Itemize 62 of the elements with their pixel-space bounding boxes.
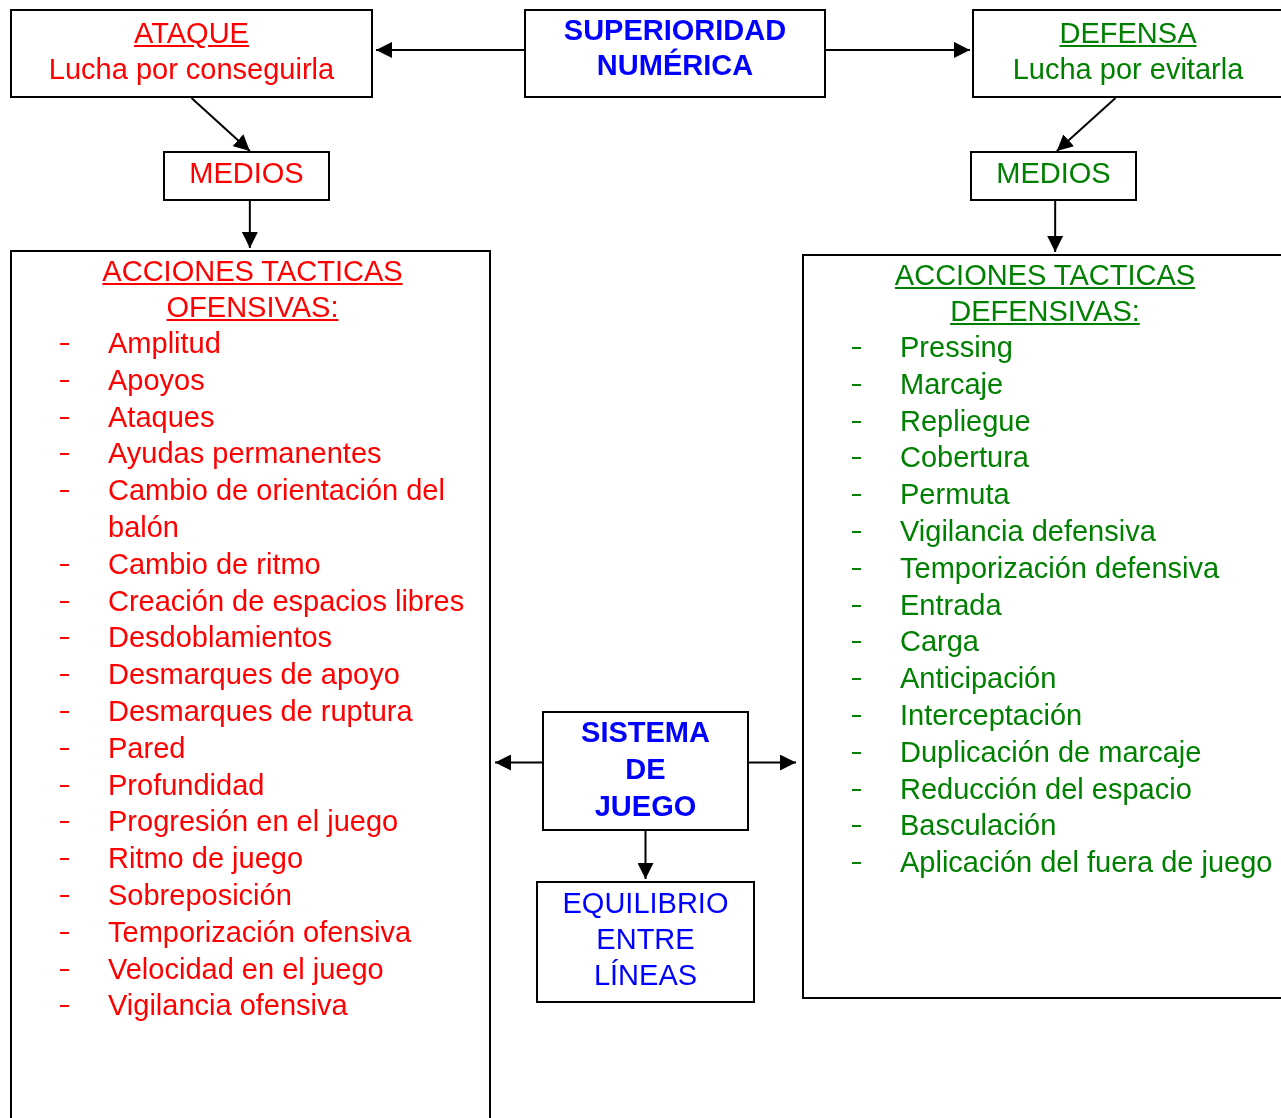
arrow bbox=[190, 97, 251, 152]
box-heading: DEFENSA bbox=[1059, 17, 1197, 49]
list-item: Desmarques de ruptura bbox=[108, 694, 413, 727]
list-item: Amplitud bbox=[108, 327, 221, 359]
list-item: Cambio de orientación del balón bbox=[108, 474, 445, 543]
box-subtitle: Lucha por conseguirla bbox=[48, 53, 335, 85]
box-label: SUPERIORIDAD NUMÉRICA bbox=[562, 13, 788, 83]
means-box bbox=[970, 151, 1137, 201]
list-item: Repliegue bbox=[900, 404, 1031, 437]
defense-box bbox=[972, 9, 1281, 98]
list-item: Sobreposición bbox=[108, 878, 292, 911]
list-item: Ataques bbox=[108, 400, 215, 433]
attack-box bbox=[10, 9, 373, 98]
list-item: Vigilancia ofensiva bbox=[108, 989, 348, 1022]
arrow bbox=[1047, 200, 1064, 253]
list-item: Temporización defensiva bbox=[900, 551, 1220, 584]
tactics-panel bbox=[802, 254, 1281, 999]
list-item: Entrada bbox=[900, 588, 1002, 621]
list-item: Permuta bbox=[900, 478, 1010, 511]
section-heading: ACCIONES TACTICAS DEFENSIVAS: bbox=[894, 259, 1196, 327]
box-subtitle: Lucha por evitarla bbox=[1012, 53, 1244, 85]
arrow bbox=[748, 754, 797, 771]
box-heading: ATAQUE bbox=[134, 17, 249, 49]
list-item: Vigilancia defensiva bbox=[900, 515, 1156, 547]
list-item: Aplicación del fuera de juego bbox=[900, 846, 1273, 879]
list-item: Basculación bbox=[900, 809, 1057, 842]
list-item: Desdoblamientos bbox=[108, 621, 333, 654]
tactics-panel bbox=[10, 250, 491, 1118]
list-item: Pressing bbox=[900, 331, 1013, 363]
list-item: Progresión en el juego bbox=[108, 805, 399, 838]
box-label: MEDIOS bbox=[189, 157, 304, 189]
box-label: SISTEMA DE JUEGO bbox=[581, 716, 710, 822]
means-box bbox=[163, 151, 330, 201]
list-item: Creación de espacios libres bbox=[108, 584, 465, 617]
list-item: Ritmo de juego bbox=[108, 842, 304, 875]
arrow bbox=[637, 830, 654, 880]
list-item: Anticipación bbox=[900, 662, 1057, 695]
list-item: Temporización ofensiva bbox=[108, 915, 412, 948]
list-item: Profundidad bbox=[108, 768, 265, 801]
list-item: Interceptación bbox=[900, 698, 1083, 731]
arrow bbox=[241, 200, 258, 249]
concept-box bbox=[524, 9, 826, 98]
list-item: Ayudas permanentes bbox=[108, 437, 382, 470]
list-item: Cambio de ritmo bbox=[108, 547, 321, 580]
list-item: Desmarques de apoyo bbox=[108, 658, 400, 691]
list-item: Cobertura bbox=[900, 441, 1029, 474]
list-item: Pared bbox=[108, 731, 186, 764]
concept-box bbox=[536, 881, 755, 1003]
list-item: Carga bbox=[900, 625, 979, 658]
list-item: Apoyos bbox=[108, 363, 205, 396]
arrow bbox=[494, 754, 543, 771]
list-item: Velocidad en el juego bbox=[108, 952, 384, 985]
list-item: Reducción del espacio bbox=[900, 772, 1192, 805]
list-item: Duplicación de marcaje bbox=[900, 735, 1202, 768]
arrow bbox=[825, 41, 971, 58]
box-label: EQUILIBRIO ENTRE LÍNEAS bbox=[562, 887, 729, 991]
concept-box bbox=[542, 711, 749, 831]
section-heading: ACCIONES TACTICAS OFENSIVAS: bbox=[102, 255, 403, 323]
box-label: MEDIOS bbox=[996, 157, 1111, 189]
arrow bbox=[375, 41, 525, 58]
arrow bbox=[1055, 97, 1117, 152]
list-item: Marcaje bbox=[900, 367, 1004, 400]
